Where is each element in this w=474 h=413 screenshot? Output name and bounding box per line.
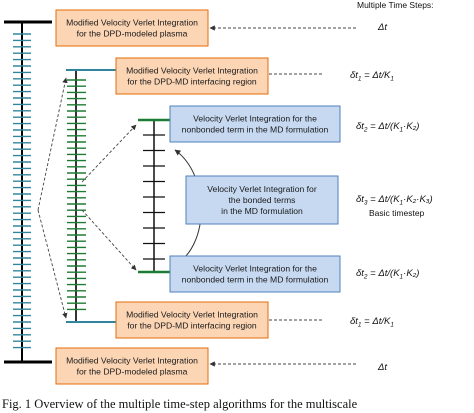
box-text-line: the bonded terms: [229, 195, 296, 205]
dashed-arrow-icon: [37, 209, 68, 319]
box-dpd-plasma-top: Modified Velocity Verlet Integrationfor …: [55, 9, 209, 47]
timestep-label: δt1 = Δt/K1: [350, 316, 394, 329]
box-background: [55, 9, 209, 47]
box-text-line: in the MD formulation: [221, 206, 303, 216]
box-background: [169, 255, 341, 293]
box-text-line: for the DPD-MD interfacing region: [127, 321, 257, 331]
dashed-arrow-icon: [81, 209, 137, 271]
coarse-timestep-axis: [4, 20, 52, 364]
box-background: [185, 175, 339, 225]
box-text-line: for the DPD-modeled plasma: [77, 367, 188, 377]
timestep-label: δt2 = Δt/(K1·K₂): [356, 268, 419, 281]
box-text-line: Velocity Verlet Integration for the: [193, 114, 317, 124]
timestep-label: δt1 = Δt/K1: [350, 70, 394, 83]
interface-timestep-axis: [66, 69, 116, 323]
timestep-label: Δt: [377, 22, 387, 33]
box-text-line: nonbonded term in the MD formulation: [182, 125, 329, 135]
box-text-line: Modified Velocity Verlet Integration: [66, 356, 198, 366]
box-text-line: Modified Velocity Verlet Integration: [126, 310, 258, 320]
figure-caption: Fig. 1 Overview of the multiple time-ste…: [2, 397, 358, 411]
timestep-label: δt2 = Δt/(K1·K₂): [356, 121, 419, 134]
basic-timestep-label: Basic timestep: [369, 208, 425, 218]
box-nonbonded-top: Velocity Verlet Integration for thenonbo…: [169, 105, 341, 143]
box-dpd-plasma-bottom: Modified Velocity Verlet Integrationfor …: [55, 347, 209, 385]
box-text-line: nonbonded term in the MD formulation: [182, 275, 329, 285]
box-text-line: Modified Velocity Verlet Integration: [66, 18, 198, 28]
box-background: [115, 57, 269, 95]
dashed-arrow-icon: [37, 77, 68, 211]
box-nonbonded-bottom: Velocity Verlet Integration for thenonbo…: [169, 255, 341, 293]
box-text-line: for the DPD-MD interfacing region: [127, 77, 257, 87]
box-text-line: for the DPD-modeled plasma: [77, 29, 188, 39]
box-background: [55, 347, 209, 385]
dashed-arrow-icon: [81, 124, 137, 183]
header-label: Multiple Time Steps:: [357, 0, 434, 10]
box-text-line: Velocity Verlet Integration for the: [193, 264, 317, 274]
md-timestep-axis: [138, 118, 172, 274]
box-interface-bottom: Modified Velocity Verlet Integrationfor …: [115, 301, 269, 339]
timestep-label: δt3 = Δt/(K1·K₂·K₃): [356, 194, 433, 207]
box-text-line: Velocity Verlet Integration for: [207, 184, 317, 194]
timestep-label: Δt: [377, 362, 387, 373]
box-text-line: Modified Velocity Verlet Integration: [126, 66, 258, 76]
box-background: [169, 105, 341, 143]
box-background: [115, 301, 269, 339]
box-interface-top: Modified Velocity Verlet Integrationfor …: [115, 57, 269, 95]
